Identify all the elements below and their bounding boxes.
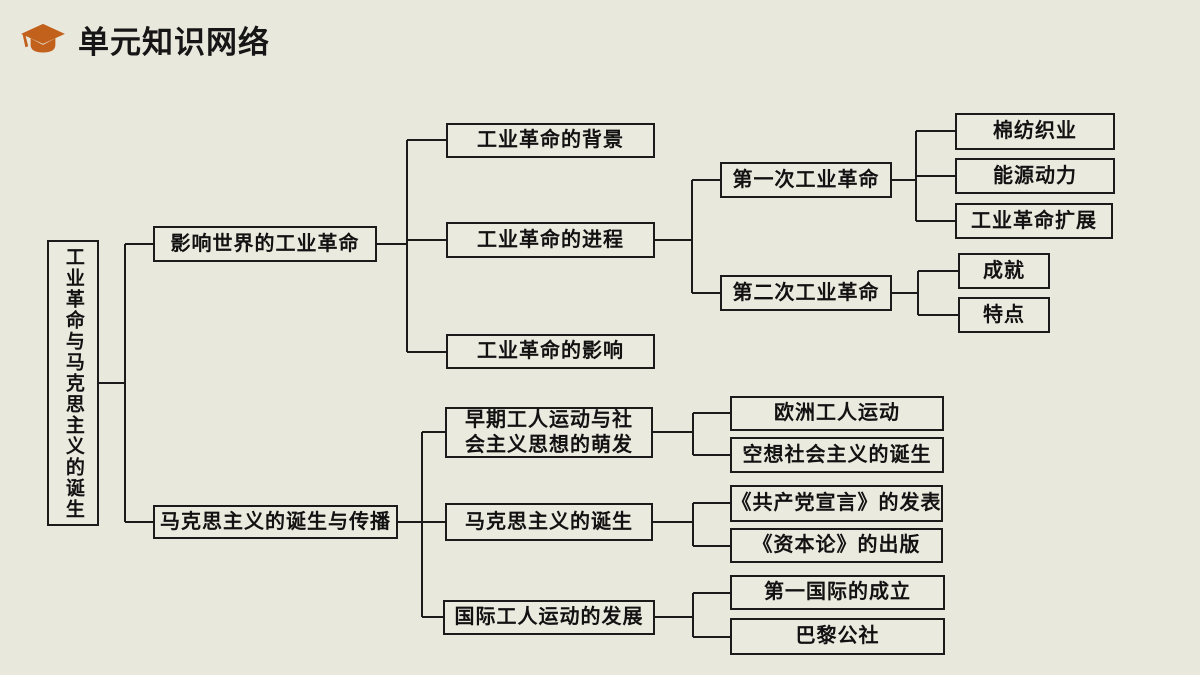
node-features: 特点 — [958, 297, 1050, 333]
node-das-kapital: 《资本论》的出版 — [730, 528, 943, 563]
page-header: 单元知识网络 — [20, 22, 270, 62]
node-utopian-socialism: 空想社会主义的诞生 — [730, 437, 944, 473]
node-irev-process: 工业革命的进程 — [446, 222, 655, 258]
node-first-international: 第一国际的成立 — [730, 575, 945, 610]
graduation-cap-icon — [21, 23, 65, 53]
node-irev-impact: 工业革命的影响 — [446, 334, 655, 369]
node-marxism-birth-spread: 马克思主义的诞生与传播 — [153, 505, 398, 539]
node-communist-manifesto: 《共产党宣言》的发表 — [730, 485, 943, 522]
node-marxism-birth: 马克思主义的诞生 — [445, 503, 653, 541]
node-paris-commune: 巴黎公社 — [730, 618, 945, 655]
node-intl-workers-movement: 国际工人运动的发展 — [443, 600, 655, 635]
node-energy-power: 能源动力 — [955, 158, 1115, 194]
node-irev-background: 工业革命的背景 — [446, 123, 655, 158]
node-european-workers-movement: 欧洲工人运动 — [730, 396, 944, 431]
node-cotton-textile: 棉纺织业 — [955, 113, 1115, 150]
node-root: 工业革命与马克思主义的诞生 — [47, 240, 99, 526]
node-early-workers-movement: 早期工人运动与社 会主义思想的萌发 — [445, 407, 653, 458]
node-industrial-revolution: 影响世界的工业革命 — [153, 226, 377, 262]
node-second-industrial-revolution: 第二次工业革命 — [720, 275, 892, 311]
node-irev-expansion: 工业革命扩展 — [955, 203, 1113, 239]
page-title: 单元知识网络 — [78, 24, 270, 60]
node-achievements: 成就 — [958, 253, 1050, 289]
node-first-industrial-revolution: 第一次工业革命 — [720, 162, 892, 198]
